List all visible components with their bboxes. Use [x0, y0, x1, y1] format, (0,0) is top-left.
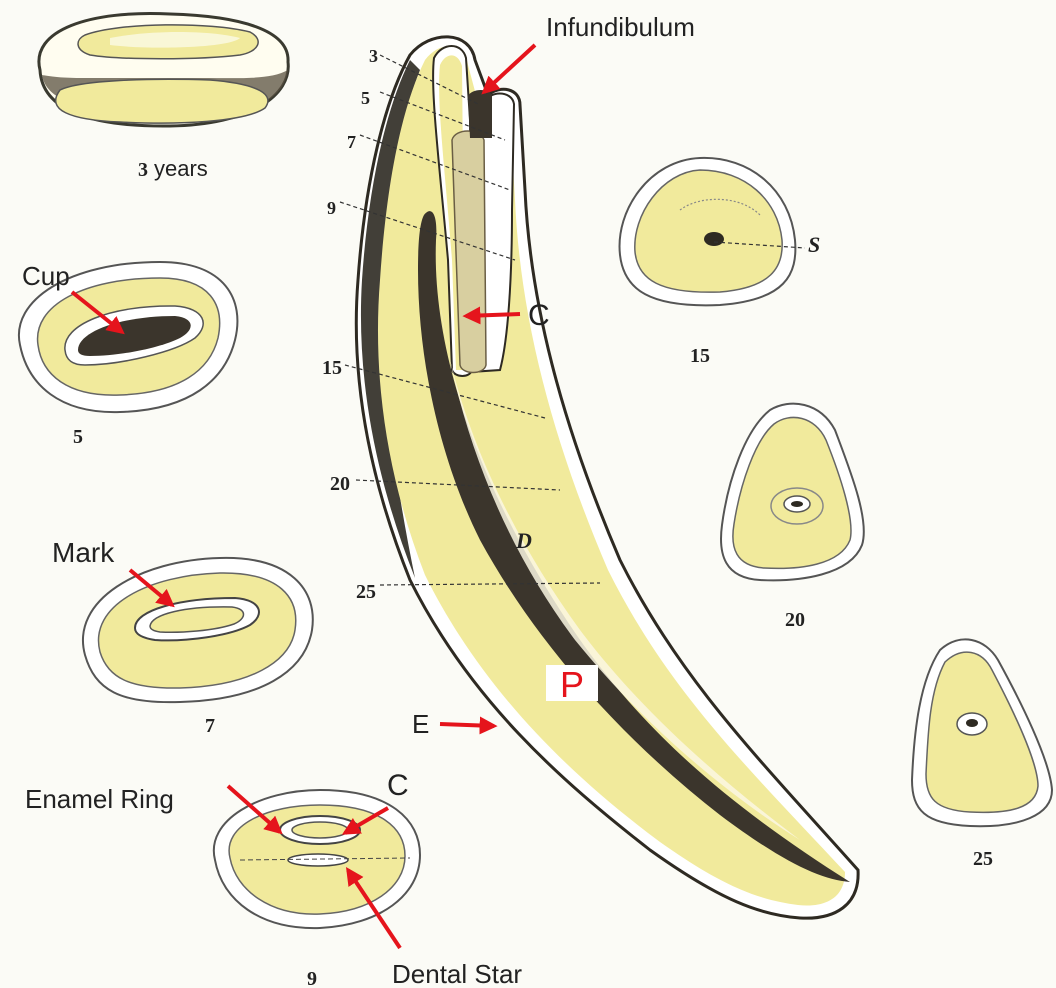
caption-age-5: 5 — [73, 426, 83, 448]
level-20: 20 — [330, 473, 350, 495]
section-3-years: 3 years — [39, 13, 288, 181]
caption-3-years-number: 3 — [138, 159, 148, 181]
label-c-top: C — [528, 299, 550, 332]
caption-age-7: 7 — [205, 715, 215, 737]
label-e: E — [412, 709, 429, 739]
label-s: S — [808, 232, 820, 257]
section-25: 25 — [912, 639, 1052, 870]
level-3: 3 — [369, 46, 378, 66]
label-c-bottom: C — [387, 769, 409, 802]
label-d: D — [515, 528, 532, 553]
arrow-c-top — [466, 314, 520, 316]
label-mark: Mark — [52, 537, 115, 568]
label-p: P — [560, 664, 584, 705]
arrow-infundibulum — [484, 45, 535, 92]
section-9: 9 Enamel Ring C Dental Star — [25, 769, 522, 988]
level-15: 15 — [322, 357, 342, 379]
level-7: 7 — [347, 132, 356, 152]
label-enamel-ring: Enamel Ring — [25, 784, 174, 814]
section-7: 7 Mark — [52, 537, 313, 737]
caption-age-20: 20 — [785, 609, 805, 631]
caption-age-25: 25 — [973, 848, 993, 870]
level-9: 9 — [327, 198, 336, 218]
arrow-e — [440, 724, 494, 726]
label-infundibulum: Infundibulum — [546, 12, 695, 42]
caption-age-9: 9 — [307, 968, 317, 988]
caption-3-years-word: years — [154, 156, 208, 181]
section-5: 5 Cup — [19, 261, 238, 448]
label-dental-star: Dental Star — [392, 959, 522, 988]
level-25: 25 — [356, 581, 376, 603]
caption-age-15: 15 — [690, 345, 710, 367]
section-20: 20 — [721, 404, 864, 631]
section-15: S 15 — [620, 158, 821, 367]
level-5: 5 — [361, 88, 370, 108]
label-cup: Cup — [22, 261, 70, 291]
